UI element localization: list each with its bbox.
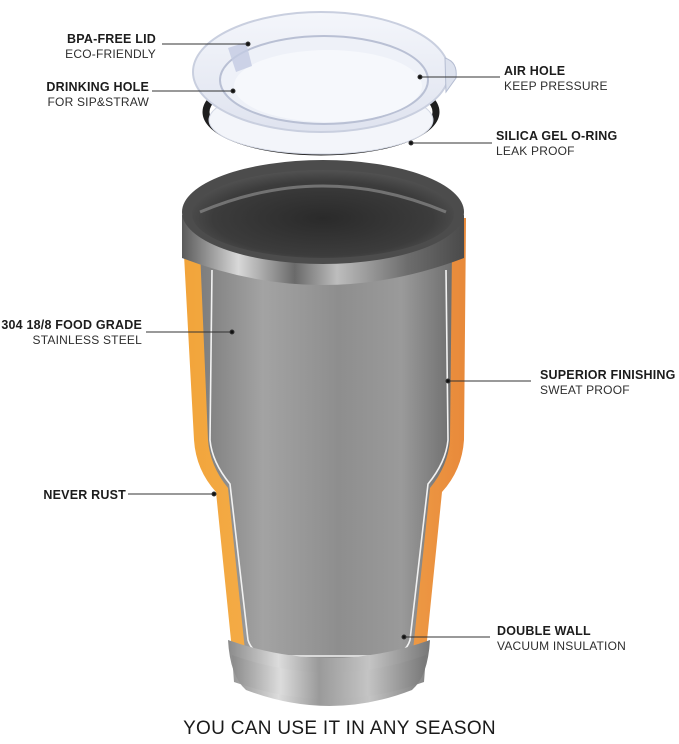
callout-food-grade-steel: 304 18/8 FOOD GRADE STAINLESS STEEL	[1, 318, 142, 348]
callout-double-wall: DOUBLE WALL VACUUM INSULATION	[497, 624, 626, 654]
callout-title: SUPERIOR FINISHING	[540, 368, 676, 382]
leader-lines	[128, 41, 531, 640]
callout-subtitle: FOR SIP&STRAW	[47, 95, 149, 109]
callout-air-hole: AIR HOLE KEEP PRESSURE	[504, 64, 608, 94]
callout-title: DOUBLE WALL	[497, 624, 591, 638]
callout-subtitle: VACUUM INSULATION	[497, 639, 626, 653]
callout-subtitle: LEAK PROOF	[496, 144, 575, 158]
callout-never-rust: NEVER RUST	[43, 488, 126, 503]
callout-title: BPA-FREE LID	[67, 32, 156, 46]
callout-subtitle: STAINLESS STEEL	[32, 333, 142, 347]
callout-subtitle: ECO-FRIENDLY	[65, 47, 156, 61]
callout-bpa-free-lid: BPA-FREE LID ECO-FRIENDLY	[65, 32, 156, 62]
season-caption: YOU CAN USE IT IN ANY SEASON	[183, 718, 496, 739]
callout-title: NEVER RUST	[43, 488, 126, 502]
callout-subtitle: SWEAT PROOF	[540, 383, 630, 397]
callout-silica-gel-o-ring: SILICA GEL O-RING LEAK PROOF	[496, 129, 617, 159]
callout-subtitle: KEEP PRESSURE	[504, 79, 608, 93]
tumbler-body	[182, 160, 466, 706]
callout-title: SILICA GEL O-RING	[496, 129, 618, 143]
callout-title: DRINKING HOLE	[46, 80, 149, 94]
lid	[192, 11, 457, 156]
callout-drinking-hole: DRINKING HOLE FOR SIP&STRAW	[46, 80, 149, 110]
callout-title: AIR HOLE	[504, 64, 566, 78]
callout-title: 304 18/8 FOOD GRADE	[1, 318, 142, 332]
callout-superior-finishing: SUPERIOR FINISHING SWEAT PROOF	[540, 368, 676, 398]
